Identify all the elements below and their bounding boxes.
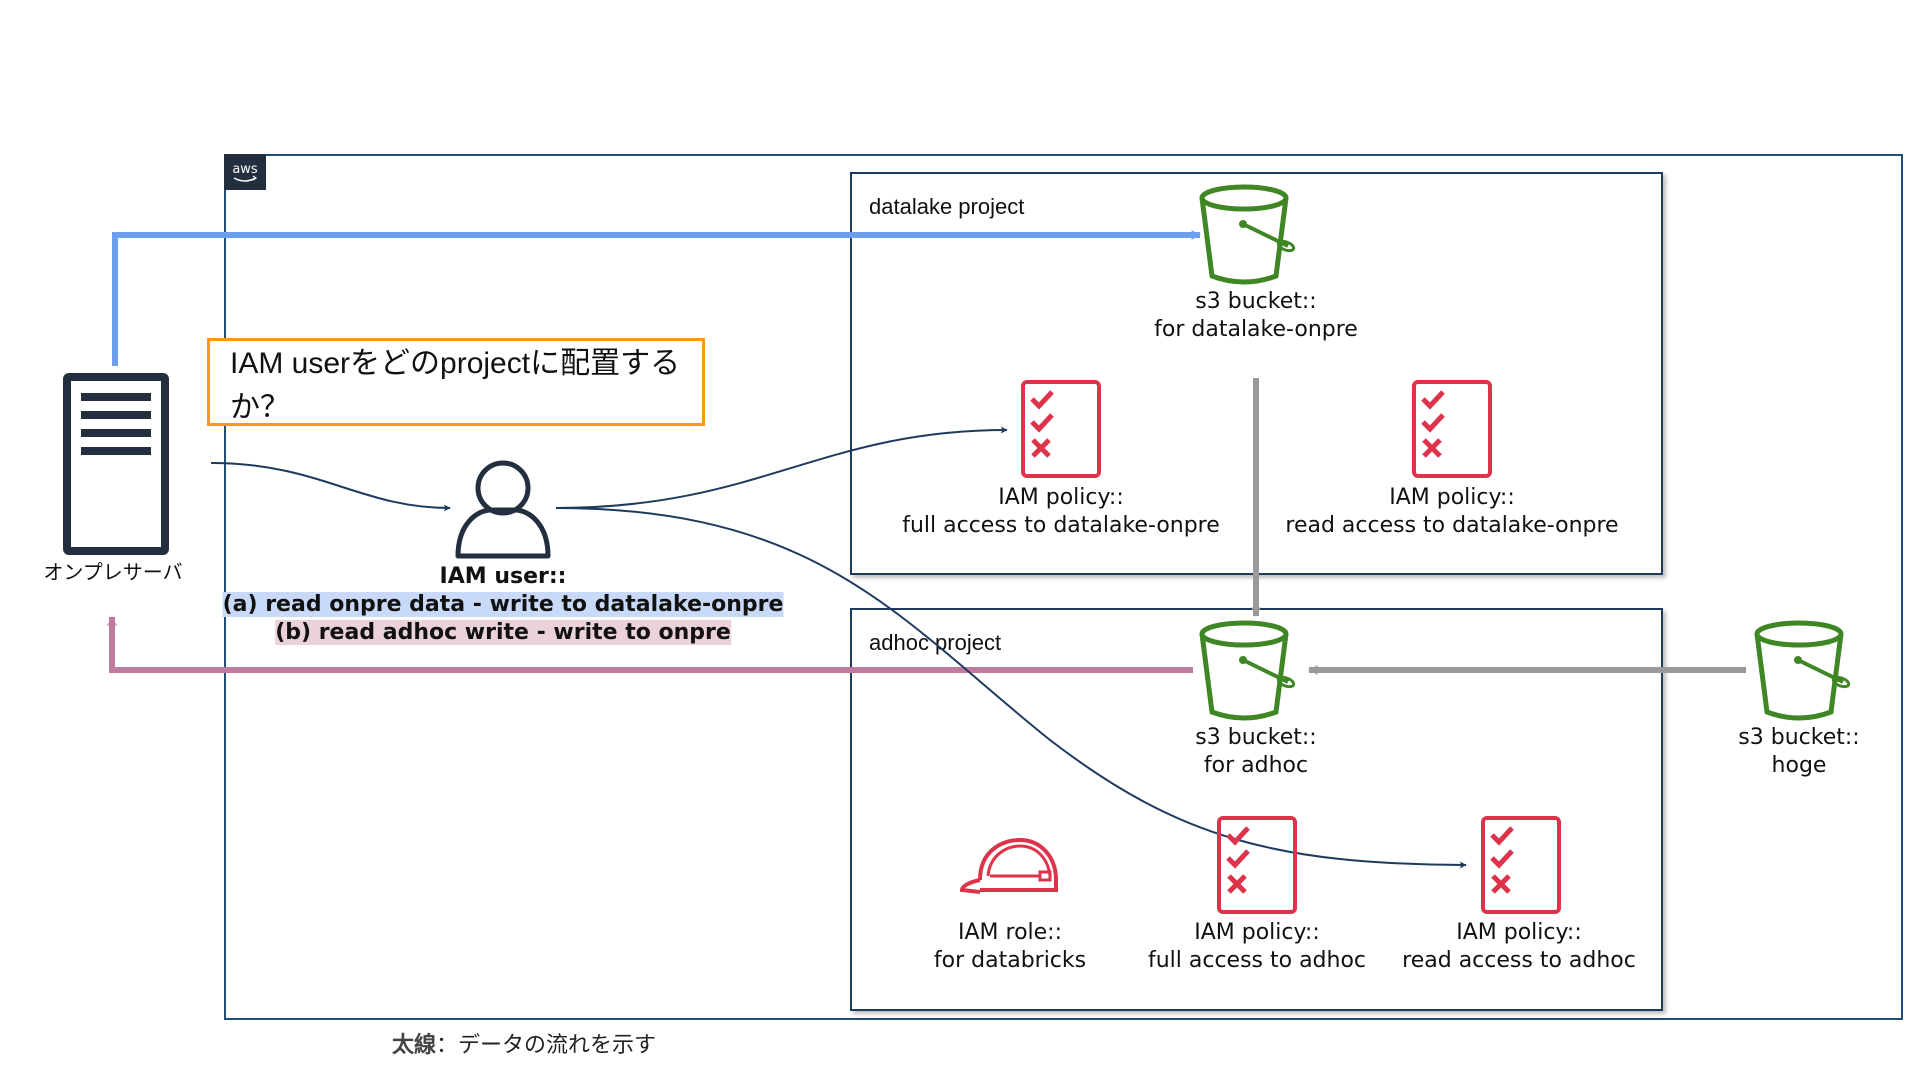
datalake-bucket-label-2: for datalake-onpre	[1154, 317, 1358, 342]
iam-user-option-a: (a) read onpre data - write to datalake-…	[222, 592, 784, 617]
user-icon	[453, 458, 553, 564]
legend-footnote-bold: 太線	[392, 1033, 437, 1058]
datalake-policy-read-label-1: IAM policy::	[1389, 485, 1515, 510]
hoge-bucket-label-2: hoge	[1771, 753, 1827, 778]
adhoc-bucket-label-2: for adhoc	[1203, 753, 1309, 778]
s3-bucket-icon	[1198, 620, 1298, 726]
iam-role-helmet-icon	[958, 836, 1062, 902]
legend-footnote: 太線：データの流れを示す	[392, 1027, 656, 1059]
iam-policy-icon	[1480, 815, 1562, 919]
adhoc-policy-full-label-2: full access to adhoc	[1147, 948, 1367, 973]
iam-policy-icon	[1411, 379, 1493, 483]
s3-bucket-icon	[1753, 620, 1853, 726]
adhoc-project-title: adhoc project	[869, 630, 1002, 655]
hoge-bucket-label-1: s3 bucket::	[1738, 725, 1860, 750]
datalake-policy-full-label-1: IAM policy::	[998, 485, 1124, 510]
s3-bucket-icon	[1198, 184, 1298, 290]
question-callout: IAM userをどのprojectに配置するか？	[207, 338, 705, 426]
adhoc-policy-read-label-1: IAM policy::	[1456, 920, 1582, 945]
legend-footnote-text: ：データの流れを示す	[436, 1033, 657, 1058]
iam-policy-icon	[1216, 815, 1298, 919]
datalake-project-title: datalake project	[869, 194, 1025, 219]
aws-cloud-container	[224, 154, 1903, 1020]
iam-policy-icon	[1020, 379, 1102, 483]
server-icon	[63, 373, 169, 559]
iam-user-option-b: (b) read adhoc write - write to onpre	[275, 620, 731, 645]
datalake-policy-full-label-2: full access to datalake-onpre	[902, 513, 1220, 538]
iam-user-title: IAM user::	[439, 564, 567, 589]
server-label: オンプレサーバ	[43, 560, 183, 584]
datalake-policy-read-label-2: read access to datalake-onpre	[1285, 513, 1619, 538]
svg-text:aws: aws	[232, 162, 258, 177]
adhoc-bucket-label-1: s3 bucket::	[1195, 725, 1317, 750]
aws-logo-icon: aws	[224, 154, 266, 190]
datalake-bucket-label-1: s3 bucket::	[1195, 289, 1317, 314]
adhoc-role-label-1: IAM role::	[957, 920, 1063, 945]
adhoc-policy-read-label-2: read access to adhoc	[1402, 948, 1636, 973]
adhoc-role-label-2: for databricks	[933, 948, 1087, 973]
adhoc-policy-full-label-1: IAM policy::	[1194, 920, 1320, 945]
question-text: IAM userをどのprojectに配置するか？	[230, 347, 681, 424]
